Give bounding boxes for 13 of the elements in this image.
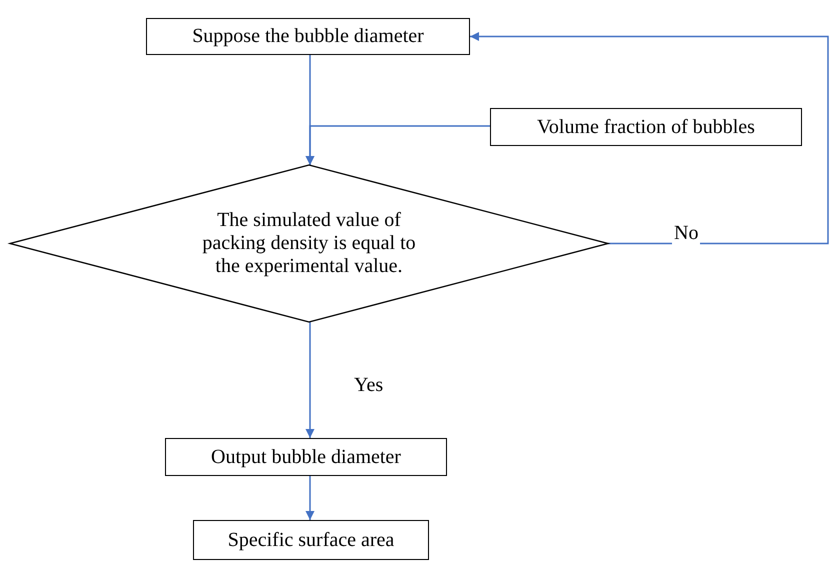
arrow (306, 322, 314, 438)
process-box (490, 108, 802, 146)
process-box (165, 438, 447, 476)
arrow (306, 125, 490, 165)
process-box (193, 520, 429, 560)
arrow (470, 32, 829, 244)
process-text: Suppose the bubble diameter (192, 25, 424, 48)
process-text: Specific surface area (228, 528, 394, 552)
process-box (146, 18, 470, 55)
process-text: Volume fraction of bubbles (537, 116, 755, 138)
arrow (306, 476, 314, 520)
process-text: Output bubble diameter (211, 446, 401, 468)
decision-text: The simulated value of packing density is equal to the experimental value. (201, 209, 417, 278)
